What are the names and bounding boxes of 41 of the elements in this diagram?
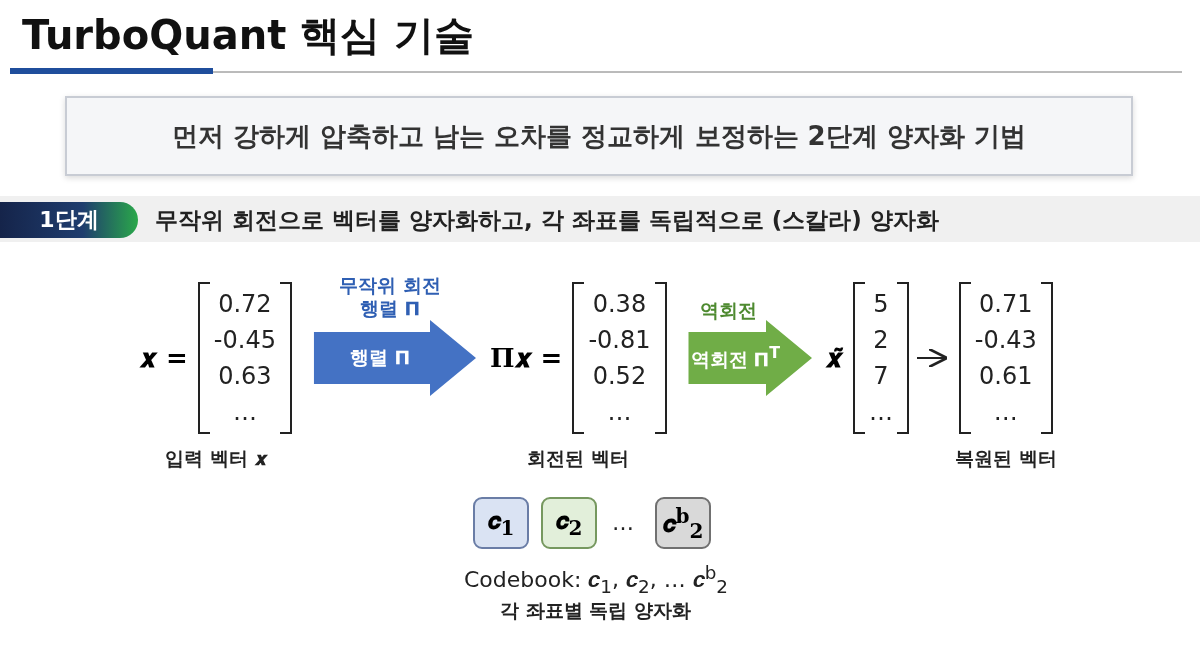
edge-label: 행렬 𝚷: [350, 345, 410, 370]
codeword-box: 𝒄$_{1}$: [473, 497, 529, 549]
arrow-caption: 무작위 회전 행렬 𝚷: [338, 274, 442, 320]
matrix-entry: 0.61: [979, 361, 1033, 392]
vector-caption: 복원된 벡터: [955, 446, 1057, 471]
vector-expression: [490, 282, 667, 472]
matrix-entry: -0.45: [213, 325, 276, 356]
vector-symbol: 𝒙 =: [140, 342, 188, 374]
matrix-entry: 0.52: [592, 361, 647, 392]
vector-caption: 입력 벡터 𝒙: [165, 446, 267, 471]
matrix-entry: 7: [873, 361, 889, 392]
matrix-entry: 2: [873, 325, 889, 356]
matrix-entry: 0.63: [218, 361, 272, 392]
vector-symbol: 𝚷𝒙 =: [490, 342, 563, 374]
section-caption: 각 좌표별 독립 양자화: [500, 598, 691, 623]
arrow: [916, 347, 949, 369]
step-badge: 1단계: [0, 202, 138, 238]
summary-banner: 먼저 강하게 압축하고 남는 오차를 정교하게 보정하는 2단계 양자화 기법: [65, 96, 1133, 176]
matrix-entry: …: [993, 397, 1018, 428]
matrix-entry: …: [869, 397, 893, 428]
vector-expression: [826, 282, 909, 434]
matrix-entry: 0.71: [979, 289, 1033, 320]
step-heading: 무작위 회전으로 벡터를 양자화하고, 각 좌표를 독립적으로 (스칼라) 양자화: [155, 206, 939, 235]
vector-expression: [140, 282, 292, 472]
vector-symbol: 𝒙̃: [826, 342, 843, 374]
matrix-entry: …: [607, 397, 632, 428]
matrix-entry: 0.38: [592, 289, 647, 320]
matrix-entry: 0.72: [218, 289, 272, 320]
block-arrow: [313, 320, 476, 396]
slide-title: TurboQuant 핵심 기술: [22, 11, 475, 60]
codeword-box: 𝒄$_{2}$: [541, 497, 597, 549]
edge-label: 역회전 𝚷$^{T}$: [690, 343, 780, 372]
arrow-caption: 역회전: [700, 298, 757, 323]
matrix-entry: -0.81: [588, 325, 651, 356]
matrix-entry: -0.43: [974, 325, 1037, 356]
vector-caption: 회전된 벡터: [527, 446, 630, 471]
ellipsis: …: [612, 510, 634, 535]
matrix-entry: …: [232, 397, 257, 428]
matrix-entry: 5: [873, 289, 889, 320]
block-arrow: [688, 320, 812, 396]
vector-expression: [955, 282, 1057, 472]
